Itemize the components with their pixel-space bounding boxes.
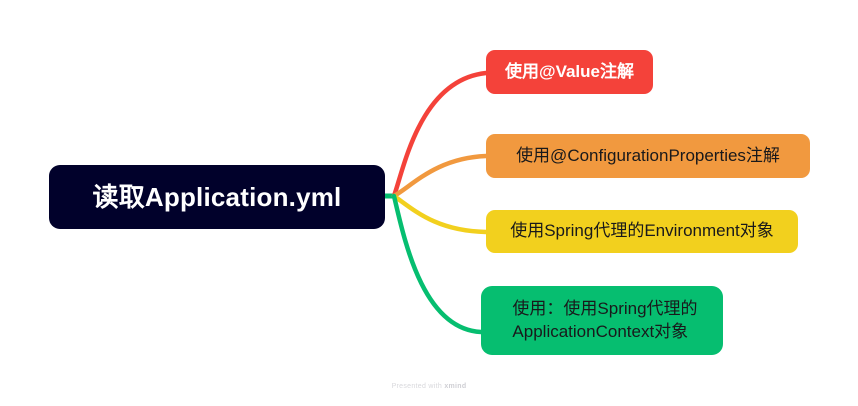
root-node-label: 读取Application.yml bbox=[92, 181, 342, 212]
watermark: Presented with xmind bbox=[0, 383, 858, 390]
branch-node-label: 使用@Value注解 bbox=[505, 61, 634, 81]
connector-branch-2 bbox=[391, 193, 489, 235]
branch-node-configuration-properties-annotation[interactable]: 使用@ConfigurationProperties注解 bbox=[486, 134, 810, 178]
branch-node-label: 使用@ConfigurationProperties注解 bbox=[516, 145, 780, 165]
connector-branch-3 bbox=[391, 193, 484, 335]
connector-branch-1 bbox=[391, 153, 489, 199]
branch-node-label: 使用Spring代理的Environment对象 bbox=[510, 221, 774, 241]
connector-branch-0 bbox=[391, 70, 489, 199]
branch-node-label: 使用：使用Spring代理的 ApplicationContext对象 bbox=[512, 299, 698, 341]
watermark-prefix: Presented with bbox=[391, 383, 445, 390]
branch-node-environment-object[interactable]: 使用Spring代理的Environment对象 bbox=[486, 210, 798, 253]
branch-node-application-context-object[interactable]: 使用：使用Spring代理的 ApplicationContext对象 bbox=[481, 286, 723, 355]
branch-node-value-annotation[interactable]: 使用@Value注解 bbox=[486, 50, 653, 94]
watermark-brand: xmind bbox=[444, 383, 467, 390]
root-node[interactable]: 读取Application.yml bbox=[49, 165, 385, 229]
